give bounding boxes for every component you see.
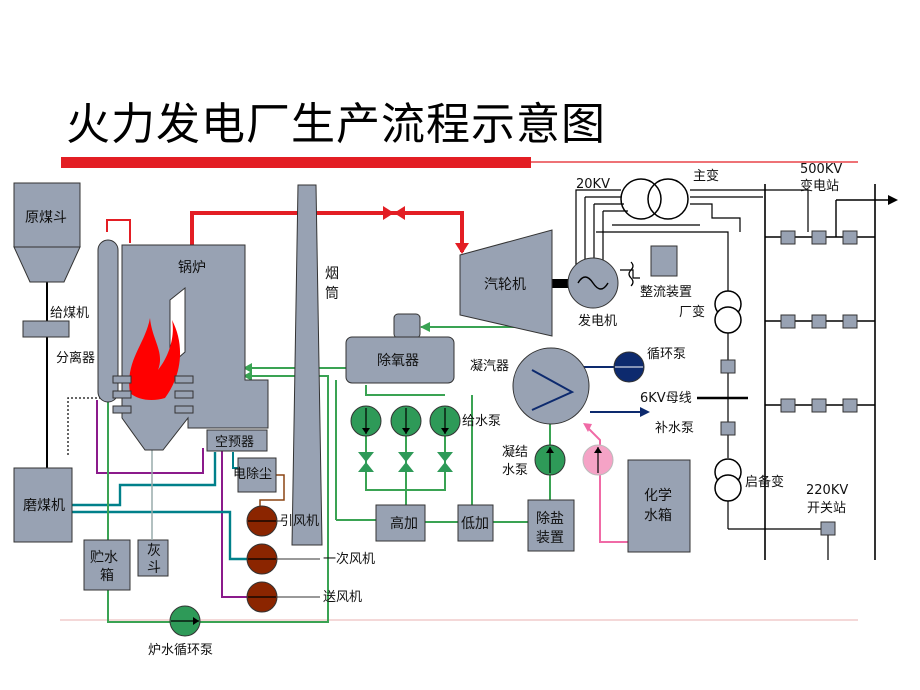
coal-mill-label: 磨煤机 xyxy=(23,498,65,514)
valve-3-top xyxy=(437,452,453,462)
lp-heater-label: 低加 xyxy=(461,516,489,532)
valve-1-top xyxy=(358,452,374,462)
hp-heater xyxy=(375,504,426,542)
steam-valve-b xyxy=(394,206,405,220)
substation-breakers xyxy=(780,230,858,413)
coal-bunker-label: 原煤斗 xyxy=(25,210,67,226)
air-preheater-label: 空预器 xyxy=(215,435,254,450)
cond-pump-label-2: 水泵 xyxy=(502,463,528,478)
id-fan-label: 引风机 xyxy=(280,514,319,529)
steam-arrow xyxy=(455,243,469,254)
return-dotted-line xyxy=(67,397,105,455)
title-underline-bar xyxy=(61,157,531,168)
burner-right-3 xyxy=(174,405,194,414)
rectifier-label: 整流装置 xyxy=(640,285,692,300)
water-tank-label-1: 贮水 xyxy=(90,550,118,566)
coal-feeder xyxy=(22,320,70,338)
steam-turbine xyxy=(459,229,553,337)
main-steam-pipe xyxy=(190,211,464,252)
hp-heater-label: 高加 xyxy=(390,515,418,532)
gen-to-main-tx xyxy=(575,189,621,270)
ash-hopper xyxy=(137,539,169,577)
condenser-label: 凝汽器 xyxy=(470,358,509,374)
plant-tx-feed xyxy=(596,231,729,292)
page-title: 火力发电厂生产流程示意图 xyxy=(66,99,606,150)
valve-2-top xyxy=(398,452,414,462)
v20kv-label: 20KV xyxy=(576,177,610,192)
rectifier-unit xyxy=(650,245,678,277)
valve-1-bottom xyxy=(358,462,374,472)
startup-tx-label: 启备变 xyxy=(745,474,784,490)
water-tank-label-2: 箱 xyxy=(100,568,114,584)
primary-fan-label: 一次风机 xyxy=(323,551,375,567)
esp-label: 电除尘 xyxy=(233,467,272,482)
main-tx-label: 主变 xyxy=(693,168,719,184)
coal-mill xyxy=(13,467,73,543)
burner-right-1 xyxy=(174,375,194,384)
burner-left-3 xyxy=(112,405,132,414)
burner-right-2 xyxy=(174,390,194,399)
startup-transformer-b xyxy=(714,474,742,502)
feed-pump-label: 给水泵 xyxy=(462,414,501,429)
chem-tank-label-2: 水箱 xyxy=(644,508,672,524)
makeup-pump-label: 补水泵 xyxy=(655,421,694,436)
chem-tank-label-1: 化学 xyxy=(644,488,672,504)
generator-label: 发电机 xyxy=(578,313,617,329)
chemical-water-tank xyxy=(627,459,691,553)
main-transformer-b xyxy=(647,178,689,220)
turbine-shaft xyxy=(551,279,569,288)
boiler-flame xyxy=(129,318,181,401)
plant-tx-label: 厂变 xyxy=(679,304,705,320)
burner-left-1 xyxy=(112,375,132,384)
purple-line-a xyxy=(96,400,204,474)
boiler-circ-pump-label: 炉水循环泵 xyxy=(148,643,213,658)
circ-pump-label: 循环泵 xyxy=(647,347,686,362)
v500kv-label: 500KV xyxy=(800,162,842,177)
switchyard-label: 开关站 xyxy=(807,501,846,516)
ash-hopper-label-2: 斗 xyxy=(147,560,161,576)
desalt-label-1: 除盐 xyxy=(536,511,564,527)
water-storage-tank xyxy=(83,539,131,591)
breaker-plant-upper xyxy=(720,359,736,374)
separator-label: 分离器 xyxy=(56,350,95,366)
feeder-label: 给煤机 xyxy=(50,306,89,321)
air-preheater xyxy=(206,429,268,452)
breaker-220kv xyxy=(820,521,836,536)
chimney-label-2: 筒 xyxy=(325,285,339,302)
burner-left-2 xyxy=(112,390,132,399)
teal-line-b xyxy=(72,510,262,561)
chimney xyxy=(291,184,323,546)
valve-2-bottom xyxy=(398,462,414,472)
teal-line-a xyxy=(72,452,217,507)
main-transformer-a xyxy=(620,178,662,220)
valve-3-bottom xyxy=(437,462,453,472)
export-arrow xyxy=(888,195,898,205)
lp-heater xyxy=(457,504,494,542)
plant-transformer-b xyxy=(714,306,742,334)
breaker-plant-lower xyxy=(720,421,736,436)
deaerator xyxy=(345,336,455,384)
ash-hopper-label-1: 灰 xyxy=(147,543,161,559)
deaerator-dome xyxy=(393,313,421,339)
coal-bunker-hopper xyxy=(13,246,81,283)
turbine-label: 汽轮机 xyxy=(484,277,526,293)
substation-label: 变电站 xyxy=(800,178,839,194)
bus-6kv-label: 6KV母线 xyxy=(640,391,692,406)
boiler-label: 锅炉 xyxy=(178,260,206,276)
chimney-label-1: 烟 xyxy=(325,266,339,282)
fd-fan-label: 送风机 xyxy=(323,590,362,605)
separator xyxy=(97,239,119,403)
coal-bunker xyxy=(13,182,81,248)
deaerator-label: 除氧器 xyxy=(377,353,419,369)
v220kv-label: 220KV xyxy=(806,483,848,498)
cond-pump-label-1: 凝结 xyxy=(502,444,528,460)
condenser xyxy=(512,347,590,425)
separator-steam-loop xyxy=(106,219,131,243)
desalt-label-2: 装置 xyxy=(536,530,564,546)
desalination-unit xyxy=(527,499,575,552)
makeup-water-line xyxy=(587,427,628,543)
steam-valve-a xyxy=(383,206,394,220)
electrostatic-precipitator xyxy=(237,457,277,493)
